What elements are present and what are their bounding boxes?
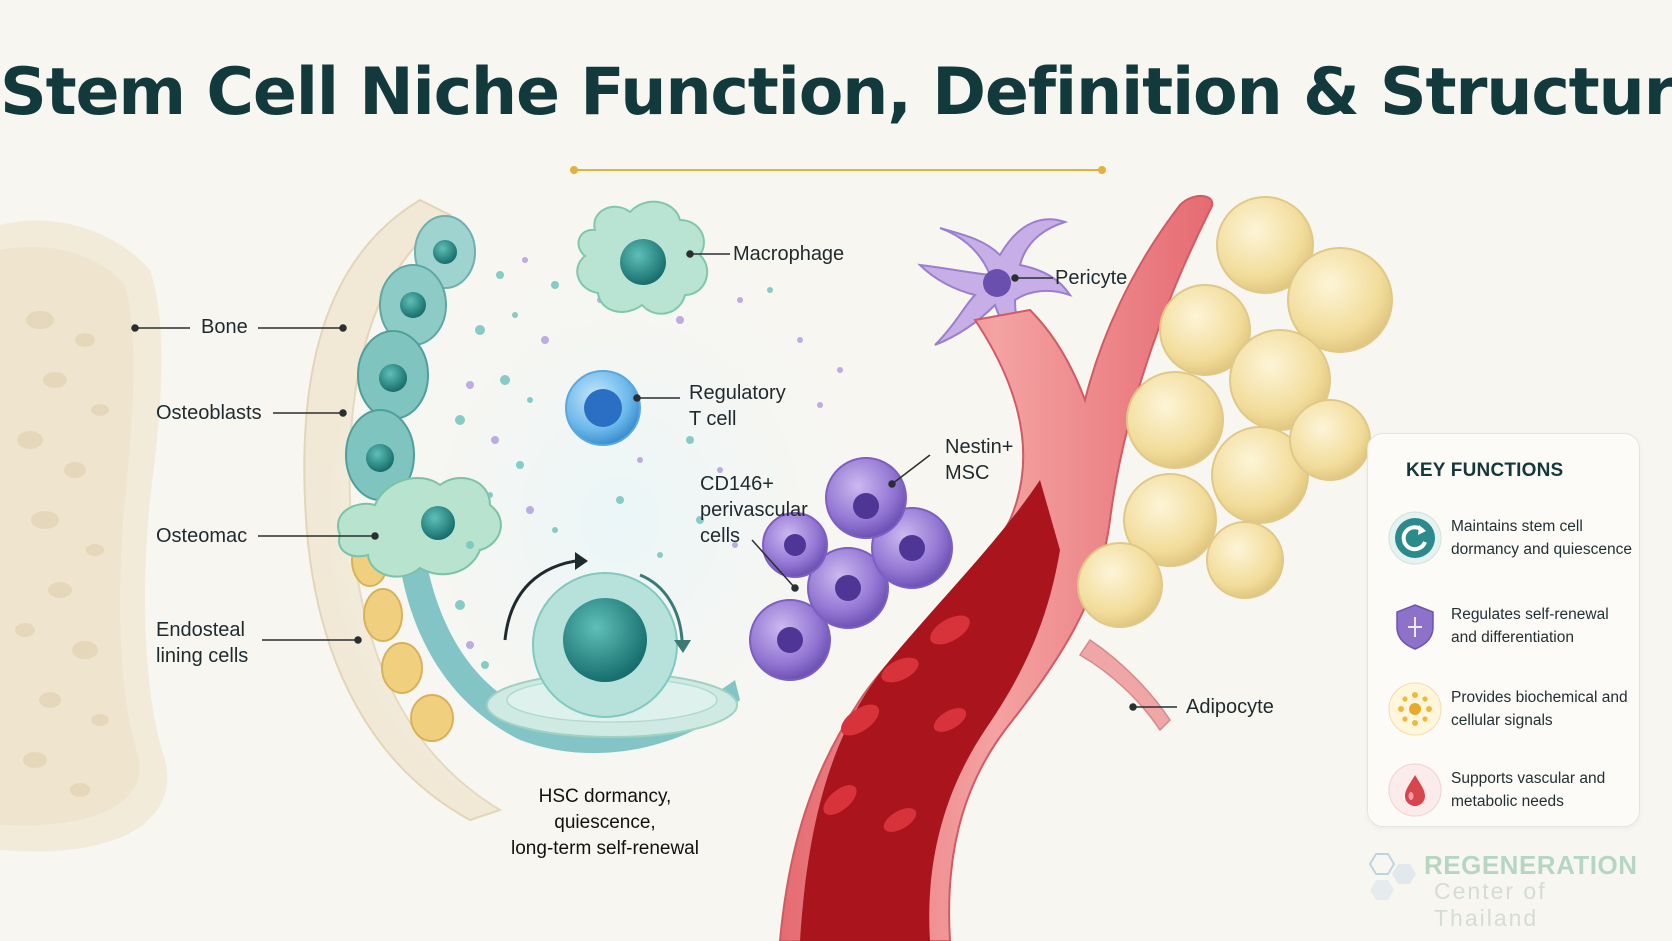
label-endosteal-lining-cells: Endosteal lining cells	[156, 619, 249, 667]
label-adipocyte: Adipocyte	[1186, 696, 1274, 718]
key-function-text: Supports vascular and metabolic needs	[1451, 770, 1606, 810]
pericyte-cell	[917, 218, 1073, 353]
regulatory-t-cell	[565, 370, 641, 446]
cycle-icon	[1388, 511, 1442, 565]
page-title: Stem Cell Niche Function, Definition & S…	[0, 55, 1672, 130]
title-divider	[570, 166, 1106, 174]
key-function-item: Maintains stem cell dormancy and quiesce…	[1388, 511, 1633, 581]
watermark-line2: Center of Thailand	[1434, 878, 1547, 931]
label-macrophage: Macrophage	[733, 243, 845, 265]
hexagon-logo-icon	[1368, 853, 1416, 900]
adipocyte-cluster	[1077, 196, 1393, 628]
watermark-logo: REGENERATION Center of Thailand	[1362, 850, 1642, 931]
leader-lines	[131, 250, 1177, 711]
key-function-text: Regulates self-renewal and differentiati…	[1451, 606, 1609, 646]
signal-dots-icon	[1388, 682, 1442, 736]
bone-structure	[0, 198, 503, 852]
key-function-text: Provides biochemical and cellular signal…	[1451, 689, 1628, 729]
key-function-item: Provides biochemical and cellular signal…	[1388, 682, 1633, 752]
label-hsc: HSC dormancy, quiescence, long-term self…	[511, 786, 699, 859]
key-function-text: Maintains stem cell dormancy and quiesce…	[1451, 518, 1632, 558]
key-function-item: Supports vascular and metabolic needs	[1388, 763, 1633, 833]
blood-vessel	[778, 194, 1214, 941]
key-functions-panel: KEY FUNCTIONS Maintains stem cell dorman…	[1367, 433, 1640, 827]
label-nestin-msc: Nestin+ MSC	[945, 436, 1014, 484]
hsc-cell	[486, 552, 738, 738]
label-cd146-perivascular-cells: CD146+ perivascular cells	[700, 473, 808, 547]
label-pericyte: Pericyte	[1055, 267, 1128, 289]
macrophage-cell	[576, 200, 709, 315]
signal-dots	[455, 257, 843, 669]
perivascular-cell-cluster	[749, 457, 953, 681]
label-osteoblasts: Osteoblasts	[156, 402, 262, 424]
label-bone: Bone	[201, 316, 248, 338]
shield-icon	[1396, 604, 1434, 650]
label-regulatory-t-cell: Regulatory T cell	[689, 382, 786, 430]
watermark-line1: REGENERATION	[1424, 850, 1638, 880]
key-functions-heading: KEY FUNCTIONS	[1406, 460, 1564, 481]
key-function-item: Regulates self-renewal and differentiati…	[1388, 599, 1633, 669]
osteomac-cell	[337, 476, 502, 578]
label-osteomac: Osteomac	[156, 525, 248, 547]
blood-drop-icon	[1388, 763, 1442, 817]
